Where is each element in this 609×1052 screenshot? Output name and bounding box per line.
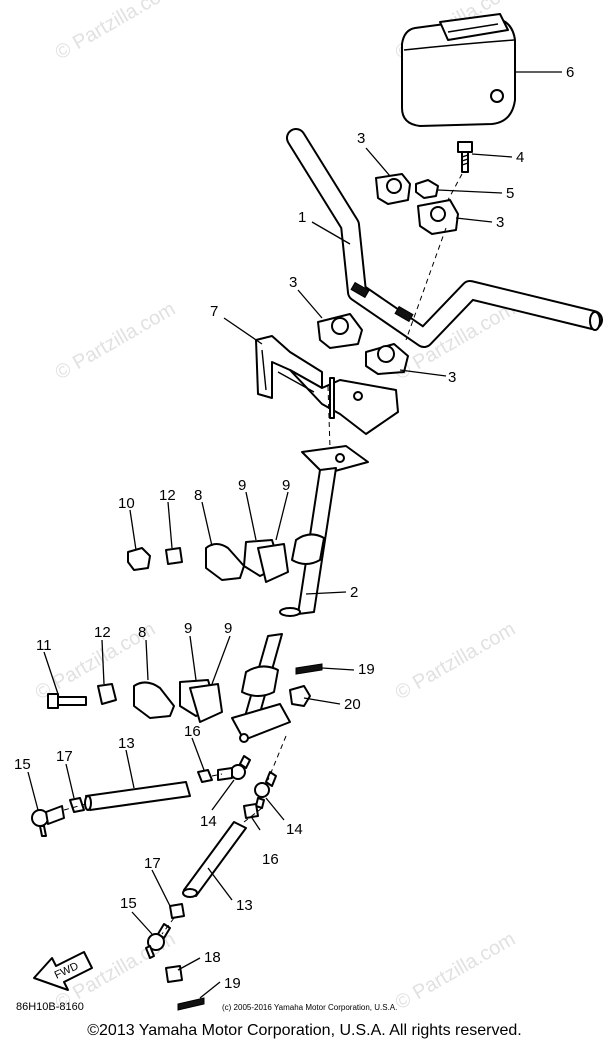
steering-column xyxy=(231,445,369,743)
clamp-half xyxy=(243,539,289,583)
handlebar-holder-lower-left xyxy=(317,313,363,349)
bracket xyxy=(255,335,399,435)
inner-copyright: (c) 2005-2016 Yamaha Motor Corporation, … xyxy=(222,1003,397,1012)
clamp-half xyxy=(179,679,223,723)
nut xyxy=(289,685,311,707)
part-label: 16 xyxy=(184,723,201,740)
handlebar-holder-upper-right xyxy=(417,199,459,235)
part-label: 13 xyxy=(236,897,253,914)
part-label: 9 xyxy=(238,477,246,494)
part-label: 6 xyxy=(566,64,574,81)
clamp xyxy=(133,681,175,719)
part-label: 19 xyxy=(224,975,241,992)
part-label: 3 xyxy=(496,214,504,231)
part-label: 3 xyxy=(289,274,297,291)
fwd-arrow-icon: FWD xyxy=(33,951,93,991)
part-label: 8 xyxy=(138,624,146,641)
nut xyxy=(415,179,439,199)
handlebar xyxy=(286,128,603,348)
washer xyxy=(97,683,117,705)
watermark: © Partzilla.com xyxy=(392,928,520,1014)
diagram-code: 86H10B-8160 xyxy=(16,1001,84,1013)
part-label: 5 xyxy=(506,185,514,202)
tie-rod-end-left xyxy=(31,805,65,837)
part-label: 2 xyxy=(350,584,358,601)
ball-joint xyxy=(217,755,251,781)
part-label: 17 xyxy=(56,748,73,765)
part-label: 3 xyxy=(448,369,456,386)
part-label: 13 xyxy=(118,735,135,752)
part-label: 10 xyxy=(118,495,135,512)
bolt xyxy=(177,997,205,1011)
part-label: 14 xyxy=(286,821,303,838)
nut xyxy=(127,547,151,571)
part-label: 9 xyxy=(282,477,290,494)
tie-rod-lower xyxy=(182,821,247,898)
part-label: 1 xyxy=(298,209,306,226)
part-label: 14 xyxy=(200,813,217,830)
watermark: © Partzilla.com xyxy=(392,618,520,704)
bolt xyxy=(295,663,323,675)
part-label: 4 xyxy=(516,149,524,166)
handlebar-pad xyxy=(401,13,516,127)
nut xyxy=(243,803,259,819)
part-label: 3 xyxy=(357,130,365,147)
part-label: 18 xyxy=(204,949,221,966)
part-label: 11 xyxy=(36,637,52,654)
part-label: 12 xyxy=(159,487,176,504)
part-label: 15 xyxy=(14,756,31,773)
copyright-notice: ©2013 Yamaha Motor Corporation, U.S.A. A… xyxy=(87,1022,522,1039)
nut xyxy=(69,797,85,813)
bolt xyxy=(47,693,87,709)
part-label: 16 xyxy=(262,851,279,868)
part-label: 7 xyxy=(210,303,218,320)
clamp xyxy=(205,543,245,581)
handlebar-holder-upper-left xyxy=(375,173,411,205)
watermark: © Partzilla.com xyxy=(52,298,180,384)
ball-joint xyxy=(254,771,277,809)
handlebar-holder-lower-right xyxy=(365,343,409,375)
washer xyxy=(165,547,183,565)
part-label: 12 xyxy=(94,624,111,641)
tie-rod-left xyxy=(84,781,191,811)
part-label: 15 xyxy=(120,895,137,912)
part-label: 8 xyxy=(194,487,202,504)
part-label: 20 xyxy=(344,696,361,713)
part-label: 17 xyxy=(144,855,161,872)
bolt xyxy=(457,141,473,173)
part-label: 9 xyxy=(224,620,232,637)
part-label: 9 xyxy=(184,620,192,637)
nut xyxy=(197,769,213,783)
watermark: © Partzilla.com xyxy=(52,0,180,64)
nut xyxy=(169,903,185,919)
part-label: 19 xyxy=(358,661,375,678)
